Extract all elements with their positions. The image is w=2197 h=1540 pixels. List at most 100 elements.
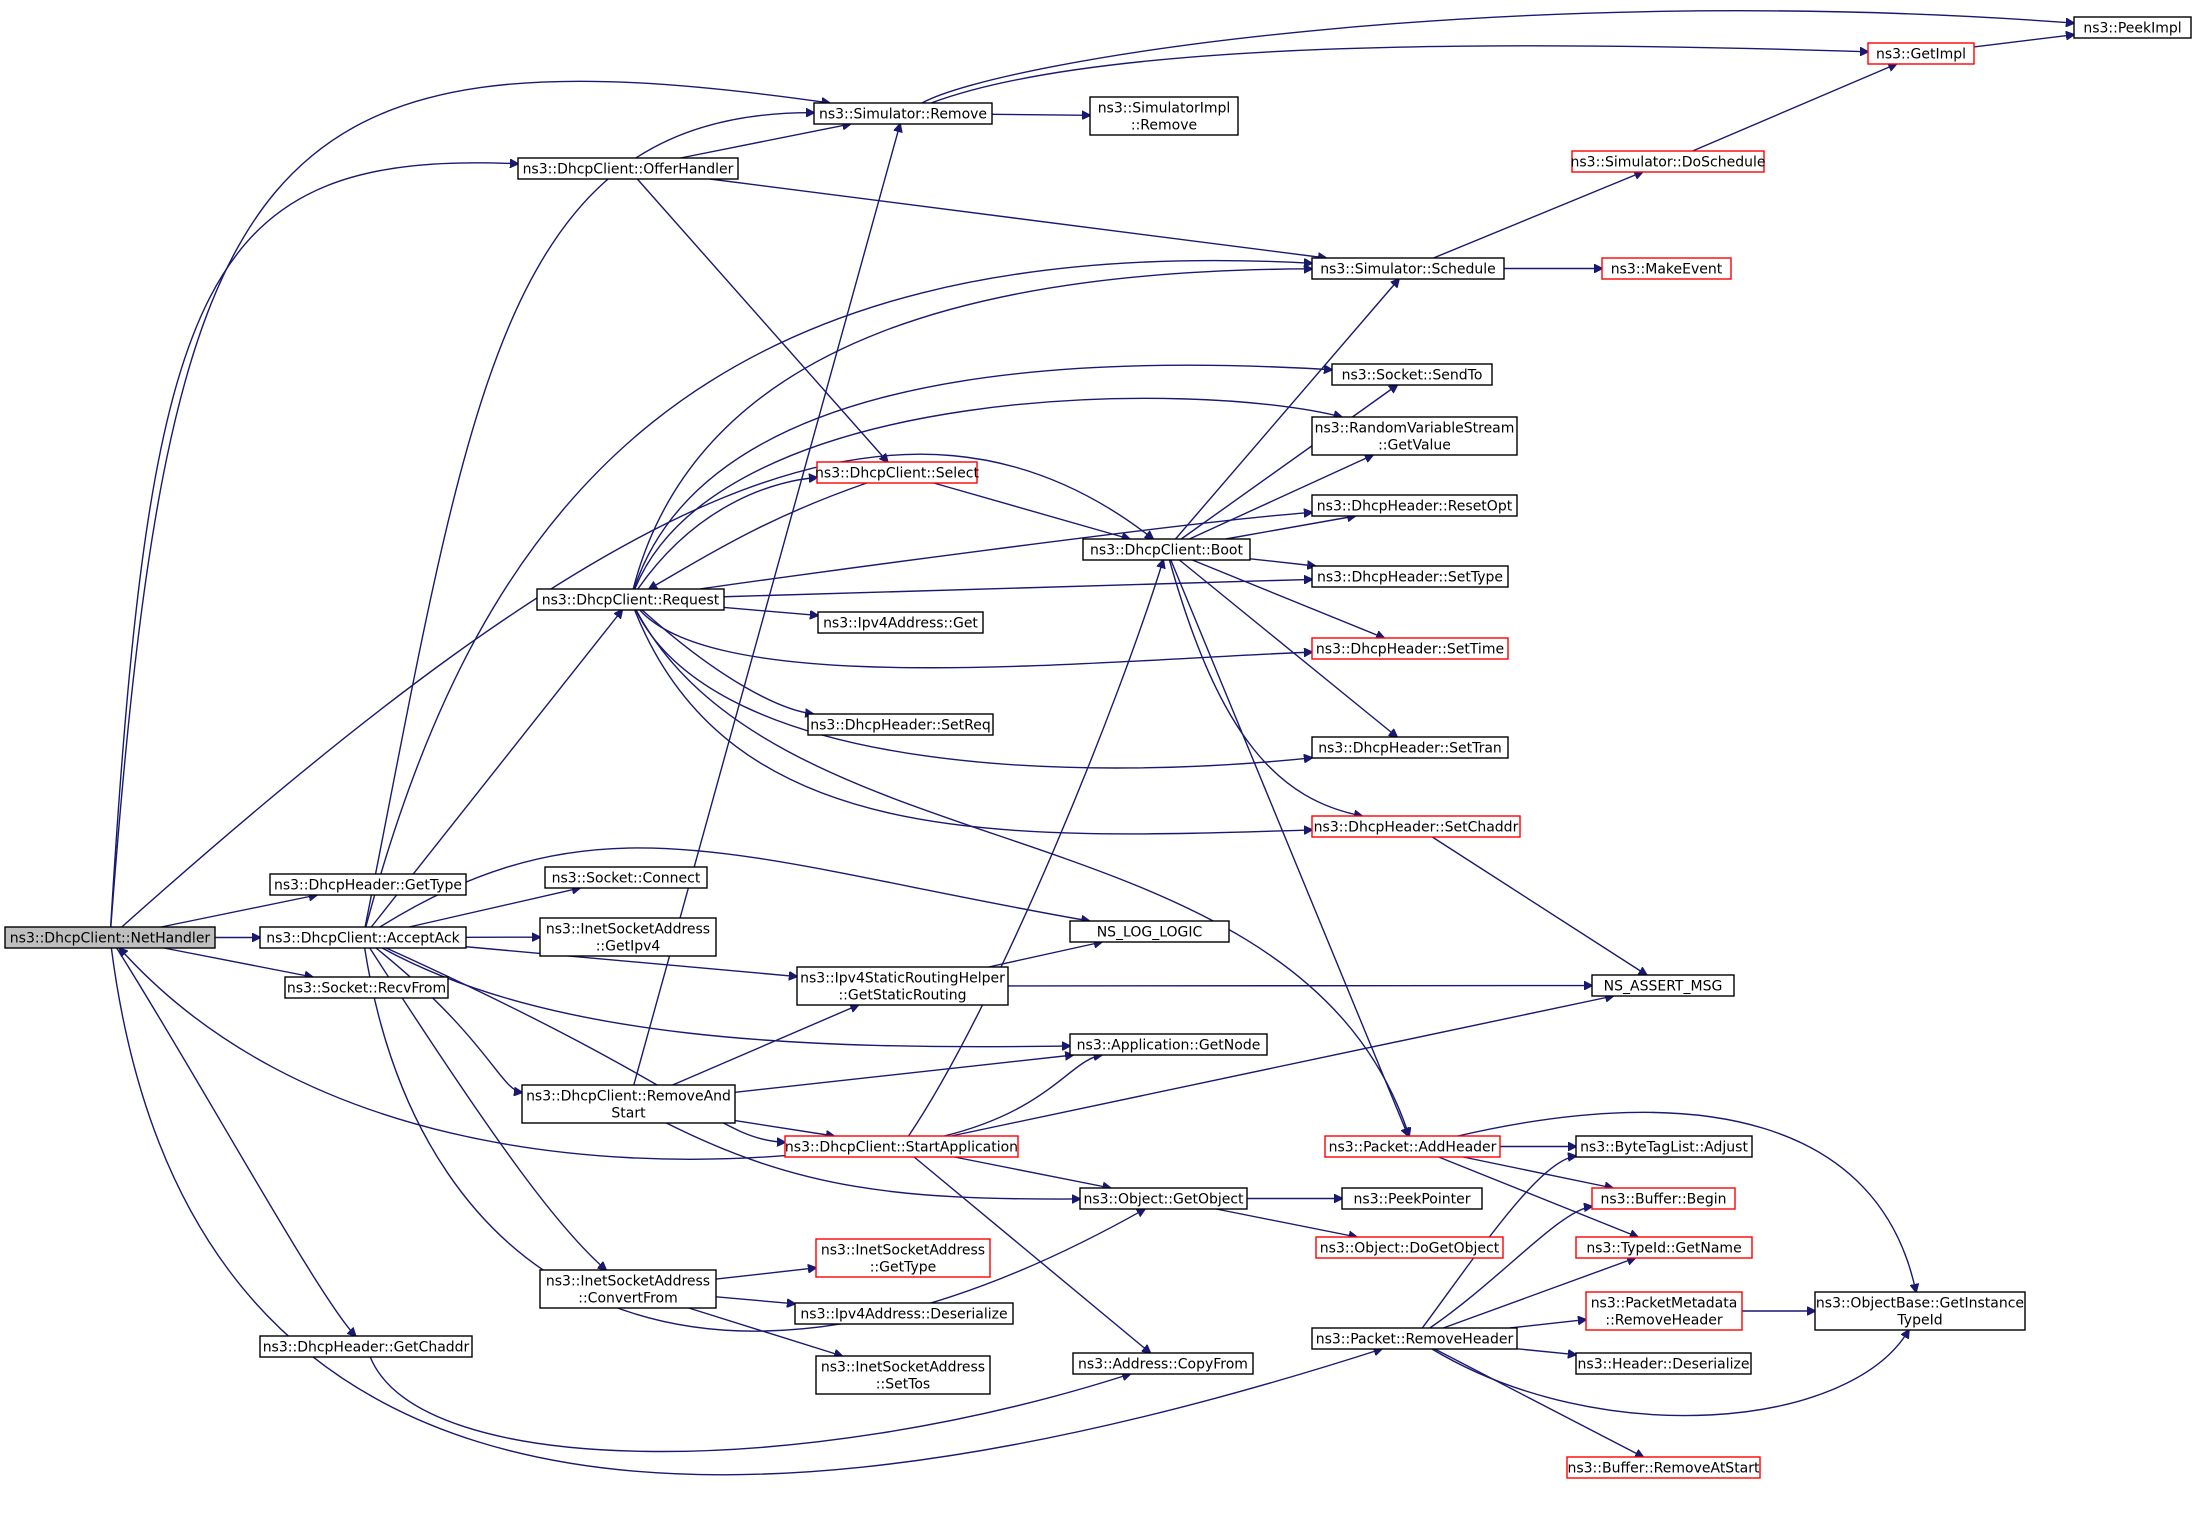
node-doSchedule[interactable]: ns3::Simulator::DoSchedule [1571,150,1766,173]
node-offerHandler[interactable]: ns3::DhcpClient::OfferHandler [517,157,739,180]
node-label: ::ConvertFrom [578,1291,677,1307]
edge-convertFrom-to-isaGetType [715,1268,816,1280]
node-setType[interactable]: ns3::DhcpHeader::SetType [1311,565,1509,588]
node-getStaticRouting[interactable]: ns3::Ipv4StaticRoutingHelper::GetStaticR… [796,966,1009,1006]
node-box [1089,96,1239,136]
node-box [1341,1187,1483,1210]
node-connect[interactable]: ns3::Socket::Connect [544,866,708,889]
edge-startApp-to-nsAssertMsg [951,996,1613,1137]
node-ipv4Deserialize[interactable]: ns3::Ipv4Address::Deserialize [794,1302,1014,1325]
node-label: ns3::Simulator::Schedule [1320,262,1496,278]
node-box [817,611,984,634]
node-nsLogLogic[interactable]: NS_LOG_LOGIC [1069,920,1230,943]
node-simSchedule[interactable]: ns3::Simulator::Schedule [1311,257,1505,280]
node-label: ns3::Ipv4StaticRoutingHelper [800,971,1005,987]
node-box [815,1355,991,1395]
edge-request-to-select [637,478,817,590]
node-box [1324,1135,1501,1158]
node-typeIdGetName[interactable]: ns3::TypeId::GetName [1575,1236,1753,1259]
node-nsAssertMsg[interactable]: NS_ASSERT_MSG [1591,974,1735,997]
node-makeEvent[interactable]: ns3::MakeEvent [1601,257,1732,280]
node-box [1571,150,1765,173]
node-simImplRemove[interactable]: ns3::SimulatorImpl::Remove [1089,96,1239,136]
node-doGetObject[interactable]: ns3::Object::DoGetObject [1315,1236,1504,1259]
node-request[interactable]: ns3::DhcpClient::Request [536,588,725,611]
edge-boot-to-setTime [1192,559,1384,638]
edge-pktRemoveHeader-to-hdrDeserialize [1516,1348,1576,1355]
node-label: ns3::PacketMetadata [1591,1296,1738,1312]
node-resetOpt[interactable]: ns3::DhcpHeader::ResetOpt [1311,494,1518,517]
node-rvsGetValue[interactable]: ns3::RandomVariableStream::GetValue [1311,416,1518,456]
node-label: ns3::DhcpHeader::SetTime [1316,642,1504,658]
edge-getImpl-to-peekImpl [1973,35,2074,48]
node-getImpl[interactable]: ns3::GetImpl [1867,42,1975,65]
node-box [1311,565,1509,588]
edge-boot-to-setType [1249,558,1315,566]
node-box [544,866,708,889]
node-label: ns3::DhcpClient::Select [815,466,979,482]
node-box [813,102,993,125]
node-box [816,461,978,484]
node-box [2073,16,2192,39]
node-pmRemoveHeader[interactable]: ns3::PacketMetadata::RemoveHeader [1585,1291,1743,1331]
node-ipv4Get[interactable]: ns3::Ipv4Address::Get [817,611,984,634]
node-box [1591,1187,1736,1210]
edge-boot-to-addHeader [1170,559,1408,1136]
node-removeAtStart[interactable]: ns3::Buffer::RemoveAtStart [1566,1456,1761,1479]
edge-request-to-setChaddr [634,609,1312,834]
node-box [807,713,994,736]
node-setTos[interactable]: ns3::InetSocketAddress::SetTos [815,1355,991,1395]
node-setChaddr[interactable]: ns3::DhcpHeader::SetChaddr [1311,815,1521,838]
node-setTran[interactable]: ns3::DhcpHeader::SetTran [1311,736,1509,759]
edge-netHandler-to-pktRemoveHeader [110,947,1381,1476]
edge-boot-to-simSchedule [1174,279,1399,540]
edge-select-to-request [649,482,867,589]
node-box [796,966,1009,1006]
edge-acceptAck-to-getStaticRouting [465,946,797,977]
node-isaGetType[interactable]: ns3::InetSocketAddress::GetType [815,1238,991,1278]
edge-acceptAck-to-simRemove [364,113,814,928]
edge-boot-to-setTran [1178,559,1397,737]
node-peekImpl[interactable]: ns3::PeekImpl [2073,16,2192,39]
node-label: ::Remove [1131,118,1197,134]
node-box [521,1084,736,1124]
edge-netHandler-to-offerHandler [109,163,518,928]
node-select[interactable]: ns3::DhcpClient::Select [815,461,979,484]
node-bufferBegin[interactable]: ns3::Buffer::Begin [1591,1187,1736,1210]
node-hdrDeserialize[interactable]: ns3::Header::Deserialize [1575,1352,1752,1375]
node-setReq[interactable]: ns3::DhcpHeader::SetReq [807,713,994,736]
node-box [1311,815,1521,838]
edge-request-to-setType [723,579,1312,598]
node-getObject[interactable]: ns3::Object::GetObject [1079,1187,1248,1210]
node-addHeader[interactable]: ns3::Packet::AddHeader [1324,1135,1501,1158]
node-setTime[interactable]: ns3::DhcpHeader::SetTime [1311,637,1509,660]
node-label: ns3::Header::Deserialize [1578,1357,1750,1373]
node-convertFrom[interactable]: ns3::InetSocketAddress::ConvertFrom [539,1269,717,1309]
edge-request-to-setTime [639,609,1312,669]
node-sendTo[interactable]: ns3::Socket::SendTo [1331,363,1493,386]
node-label: ns3::ObjectBase::GetInstance [1816,1296,2024,1312]
node-peekPointer[interactable]: ns3::PeekPointer [1341,1187,1483,1210]
node-simRemove[interactable]: ns3::Simulator::Remove [813,102,993,125]
node-getIpv4[interactable]: ns3::InetSocketAddress::GetIpv4 [539,917,717,957]
node-box [269,873,467,896]
node-box [1601,257,1732,280]
node-byteTagAdjust[interactable]: ns3::ByteTagList::Adjust [1575,1135,1753,1158]
edge-startApp-to-appGetNode [944,1055,1102,1137]
node-acceptAck[interactable]: ns3::DhcpClient::AcceptAck [259,926,467,949]
node-boot[interactable]: ns3::DhcpClient::Boot [1082,538,1251,561]
node-recvFrom[interactable]: ns3::Socket::RecvFrom [284,976,449,999]
node-pktRemoveHeader[interactable]: ns3::Packet::RemoveHeader [1311,1327,1518,1350]
node-netHandler[interactable]: ns3::DhcpClient::NetHandler [4,926,216,949]
node-getChaddr[interactable]: ns3::DhcpHeader::GetChaddr [259,1335,473,1358]
node-getTypeHdr[interactable]: ns3::DhcpHeader::GetType [269,873,467,896]
node-box [1069,1033,1268,1056]
node-addrCopyFrom[interactable]: ns3::Address::CopyFrom [1072,1352,1254,1375]
node-appGetNode[interactable]: ns3::Application::GetNode [1069,1033,1268,1056]
node-box [1069,920,1230,943]
edge-offerHandler-to-simSchedule [709,178,1326,258]
node-startApp[interactable]: ns3::DhcpClient::StartApplication [784,1135,1019,1158]
node-box [259,926,467,949]
